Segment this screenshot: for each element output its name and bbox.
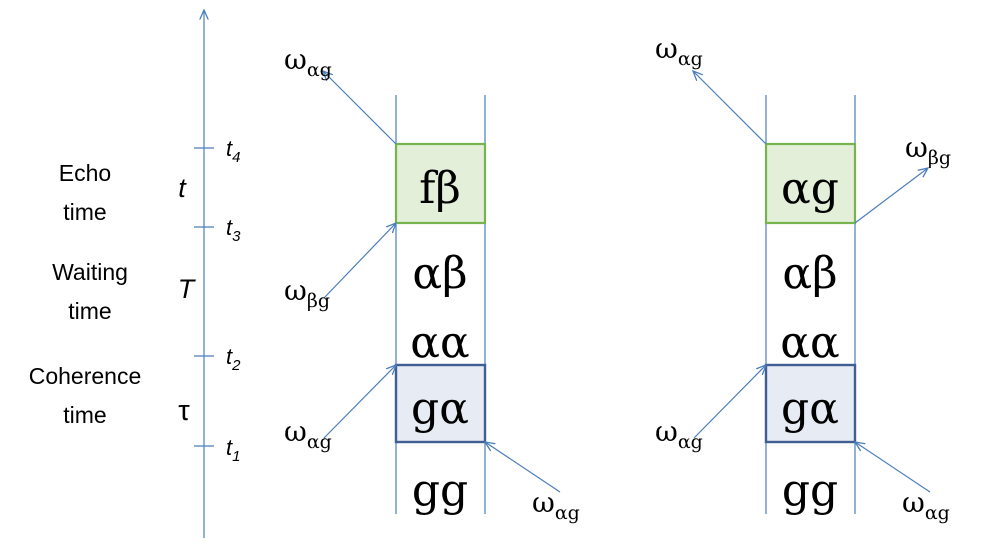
left-label-omega-ag-top: ωαg bbox=[284, 43, 332, 81]
left-arrow-in-beta bbox=[323, 223, 396, 299]
right-box-coherence bbox=[764, 363, 857, 444]
echo-time-line1: Echo bbox=[59, 160, 111, 186]
phase-labels: Echo time t Waiting time T Coherence tim… bbox=[29, 160, 197, 428]
waiting-time-symbol: T bbox=[178, 274, 197, 304]
diagram-right: gg gα αα αβ αg ωαg ωβg ωαg ωαg bbox=[655, 32, 951, 524]
tick-label-t3: t3 bbox=[226, 215, 241, 245]
right-state-alpha-g: αg bbox=[781, 163, 839, 214]
right-label-omega-ag-mid: ωαg bbox=[655, 415, 703, 453]
right-state-gg: gg bbox=[782, 465, 838, 516]
right-arrow-in-alpha-2 bbox=[855, 442, 931, 493]
echo-time-line2: time bbox=[63, 199, 106, 225]
tick-label-t4: t4 bbox=[226, 136, 240, 166]
tick-label-t1: t1 bbox=[226, 435, 240, 465]
left-arrow-in-alpha-1 bbox=[323, 365, 396, 439]
left-label-omega-ag-bottom: ωαg bbox=[532, 486, 580, 524]
tick-label-t2: t2 bbox=[226, 344, 241, 374]
left-state-alpha-beta: αβ bbox=[412, 248, 467, 299]
left-state-alpha-alpha: αα bbox=[410, 317, 469, 368]
coherence-time-line2: time bbox=[63, 402, 106, 428]
left-label-omega-ag-mid: ωαg bbox=[284, 415, 332, 453]
right-state-g-alpha: gα bbox=[781, 383, 839, 434]
waiting-time-line1: Waiting bbox=[52, 259, 128, 285]
waiting-time-line2: time bbox=[68, 298, 111, 324]
right-state-alpha-beta: αβ bbox=[782, 248, 837, 299]
time-axis: t1 t2 t3 t4 bbox=[194, 10, 241, 538]
right-label-omega-ag-bottom: ωαg bbox=[902, 486, 950, 524]
right-arrow-out-top bbox=[693, 71, 767, 145]
right-box-echo bbox=[764, 142, 857, 225]
left-state-gg: gg bbox=[412, 465, 468, 516]
coherence-time-line1: Coherence bbox=[29, 363, 142, 389]
right-label-omega-bg: ωβg bbox=[905, 131, 951, 169]
left-state-g-alpha: gα bbox=[411, 383, 469, 434]
right-arrow-in-alpha-1 bbox=[693, 365, 766, 439]
diagram-left: gg gα αα αβ fβ ωαg ωβg ωαg ωαg bbox=[284, 43, 580, 524]
left-box-echo bbox=[394, 142, 487, 225]
echo-time-symbol: t bbox=[178, 173, 187, 203]
left-state-f-beta: fβ bbox=[419, 163, 461, 214]
right-state-alpha-alpha: αα bbox=[780, 317, 839, 368]
left-arrow-out-top bbox=[323, 71, 397, 145]
right-label-omega-ag-top: ωαg bbox=[655, 32, 703, 70]
left-label-omega-bg: ωβg bbox=[284, 274, 330, 312]
right-arrow-out-beta bbox=[854, 168, 928, 224]
left-arrow-in-alpha-2 bbox=[485, 442, 561, 493]
left-box-coherence bbox=[394, 363, 487, 444]
coherence-time-symbol: τ bbox=[178, 395, 190, 427]
